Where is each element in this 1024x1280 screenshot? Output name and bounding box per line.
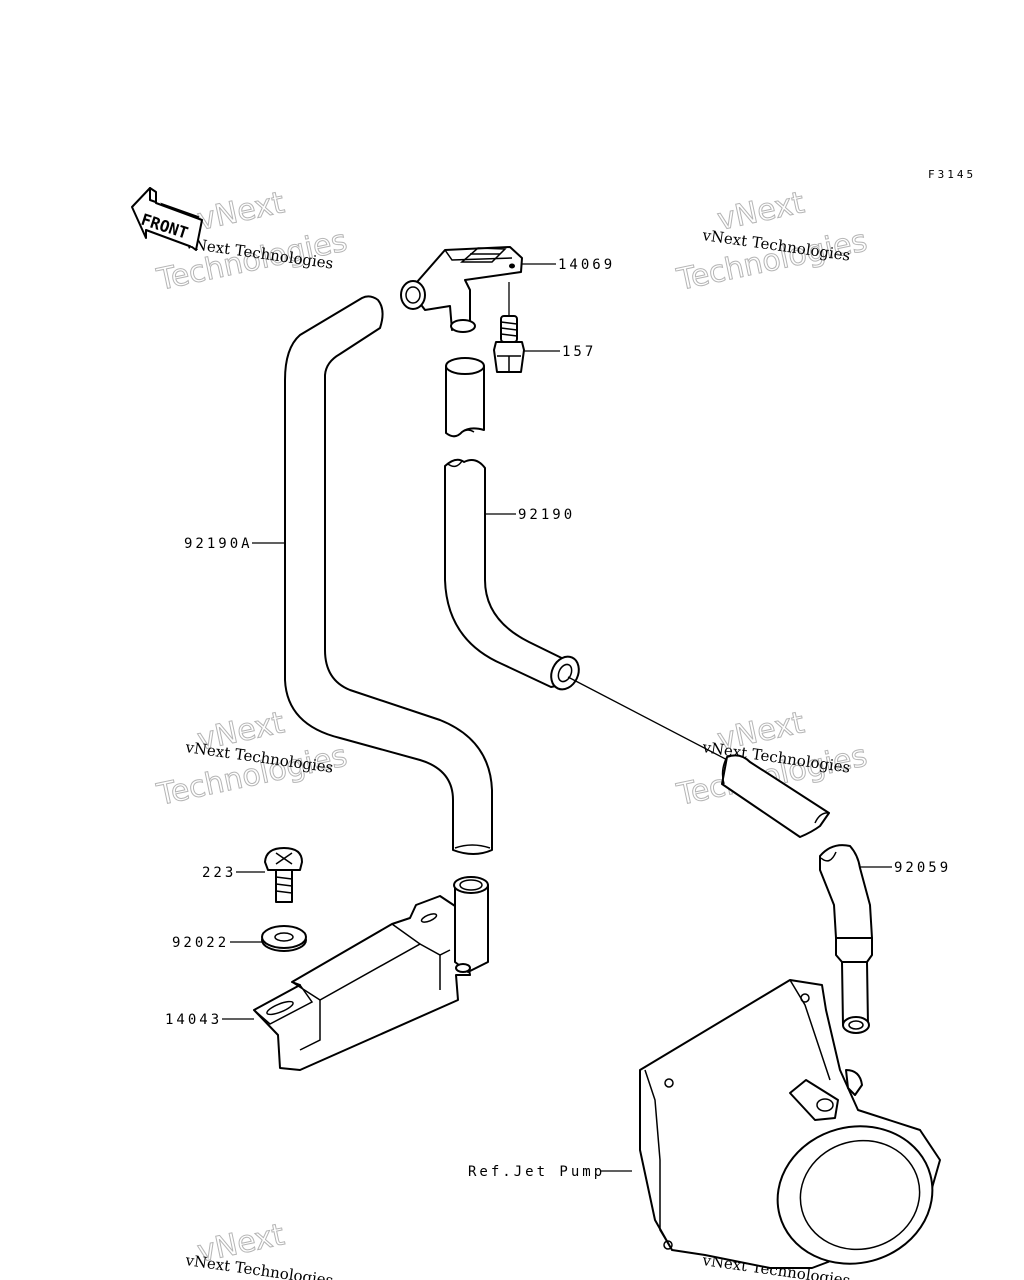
part-label-ref-jet-pump: Ref.Jet Pump <box>468 1164 605 1180</box>
part-label-14069: 14069 <box>558 257 615 273</box>
jet-pump-housing <box>639 979 941 1269</box>
part-label-92059: 92059 <box>894 860 951 876</box>
elbow-fitting-14069 <box>400 246 523 333</box>
part-label-92190A: 92190A <box>184 536 253 552</box>
bolt-223 <box>264 847 303 903</box>
short-tube-segment <box>445 357 485 438</box>
short-hose-segment <box>721 754 830 838</box>
front-arrow-icon: FRONT <box>131 187 203 251</box>
figure-code: F3145 <box>928 168 976 181</box>
svg-text:vNext: vNext <box>194 185 287 238</box>
hose-92190 <box>444 458 580 691</box>
part-label-223: 223 <box>202 865 236 881</box>
bracket-14043 <box>253 876 489 1071</box>
hose-92059 <box>819 844 873 1034</box>
washer-92022 <box>261 925 307 952</box>
hose-92190A <box>284 295 493 855</box>
part-label-92022: 92022 <box>172 935 229 951</box>
watermark-top-right: vNext Technologies vNext Technologies <box>673 185 871 299</box>
part-label-157: 157 <box>562 344 596 360</box>
part-label-14043: 14043 <box>165 1012 222 1028</box>
part-label-92190: 92190 <box>518 507 575 523</box>
screw-157 <box>493 315 525 373</box>
watermark-bottom-left: vNext vNext Technologies <box>183 1217 334 1280</box>
